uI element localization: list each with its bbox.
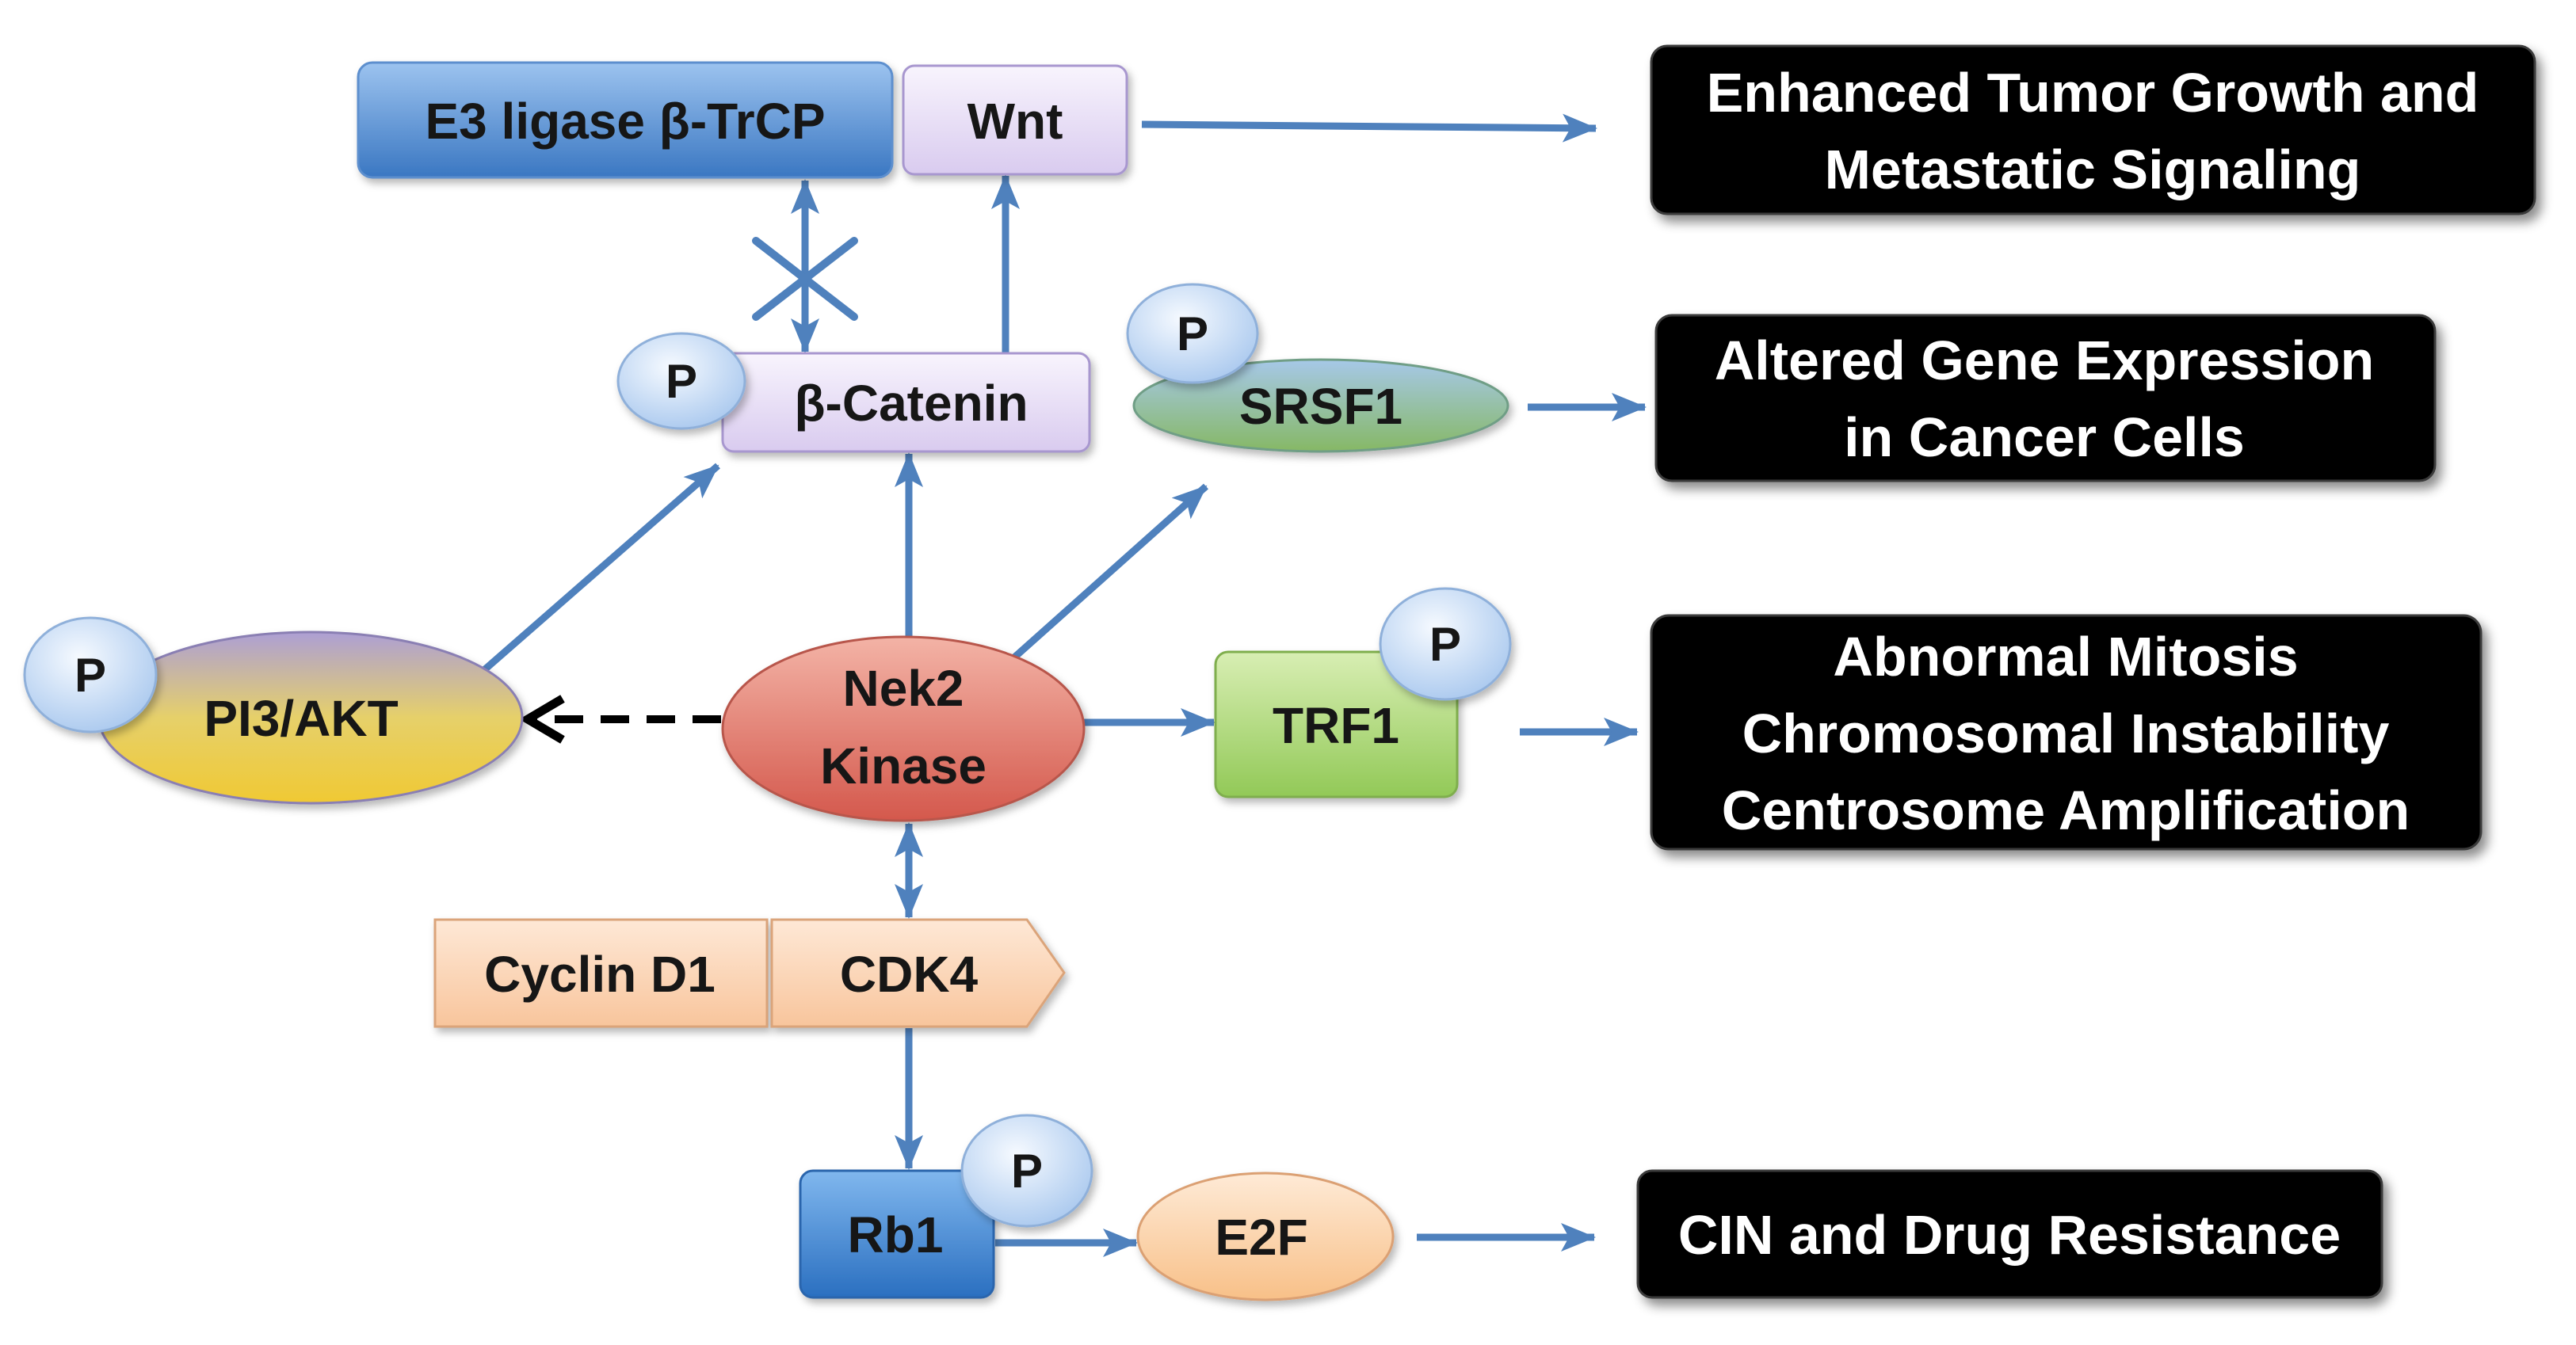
blocked-mark-stroke-2 (752, 237, 858, 321)
outcome-box (1636, 1169, 2383, 1299)
phospho-badge (960, 1114, 1093, 1228)
outcome-text-line: in Cancer Cells (1844, 406, 2245, 468)
node-rb1: Rb1 (799, 1169, 995, 1299)
arrow-nek2-to-srsf1 (1012, 483, 1208, 661)
phospho-label: P (1177, 307, 1208, 360)
outcome-drug-resistance: CIN and Drug Resistance (1636, 1169, 2383, 1299)
nek2-kinase-label-line-2: Kinase (820, 737, 987, 794)
node-wnt: Wnt (902, 64, 1128, 176)
node-nek2-kinase: Nek2 Kinase (721, 635, 1086, 822)
trf1-box (1214, 650, 1459, 798)
phospho-beta-catenin: P (616, 332, 746, 430)
beta-catenin-label: β-Catenin (794, 375, 1028, 432)
e3-ligase-box (357, 61, 894, 179)
cyclin-d1-box (433, 918, 769, 1028)
node-pi3-akt: PI3/AKT (97, 631, 524, 805)
srsf1-label: SRSF1 (1239, 378, 1402, 435)
phospho-pi3-akt: P (23, 616, 158, 733)
phospho-rb1: P (960, 1114, 1093, 1228)
phospho-label: P (1429, 618, 1461, 671)
phospho-badge (1379, 587, 1512, 701)
outcome-text-line: Altered Gene Expression (1715, 330, 2375, 391)
outcome-text-line: Chromosomal Instability (1742, 703, 2390, 764)
phospho-trf1: P (1379, 587, 1512, 701)
node-trf1: TRF1 (1214, 650, 1459, 798)
cyclin-d1-label: Cyclin D1 (484, 946, 716, 1003)
cdk4-chevron-shape (770, 918, 1066, 1028)
arrows (483, 113, 1647, 1257)
e2f-label: E2F (1215, 1209, 1307, 1266)
trf1-label: TRF1 (1273, 697, 1399, 754)
cdk4-label: CDK4 (840, 946, 979, 1003)
outcome-box (1650, 614, 2483, 851)
e2f-ellipse (1136, 1172, 1395, 1301)
outcome-tumor-growth: Enhanced Tumor Growth and Metastatic Sig… (1650, 44, 2536, 215)
outcome-mitosis: Abnormal Mitosis Chromosomal Instability… (1650, 614, 2483, 851)
phospho-badge (23, 616, 158, 733)
outcome-box (1654, 314, 2437, 482)
srsf1-ellipse (1132, 358, 1509, 453)
outcome-text-line: Enhanced Tumor Growth and (1707, 62, 2479, 124)
node-e2f: E2F (1136, 1172, 1395, 1301)
node-e3-ligase: E3 ligase β-TrCP (357, 61, 894, 179)
outcome-text-line: Abnormal Mitosis (1833, 626, 2298, 688)
phospho-label: P (666, 355, 697, 408)
rb1-box (799, 1169, 995, 1299)
e3-ligase-label: E3 ligase β-TrCP (425, 93, 825, 150)
phospho-badge (616, 332, 746, 430)
phospho-srsf1: P (1126, 283, 1259, 384)
phospho-badge (1126, 283, 1259, 384)
outcome-box (1650, 44, 2536, 215)
node-cyclin-d1: Cyclin D1 (433, 918, 769, 1028)
arrow-pi3-akt-to-beta-catenin (483, 463, 720, 672)
outcome-gene-expression: Altered Gene Expression in Cancer Cells (1654, 314, 2437, 482)
nek2-kinase-label-line-1: Nek2 (843, 660, 964, 717)
blocked-interaction-icon (752, 237, 858, 321)
phospho-label: P (74, 649, 106, 702)
node-srsf1: SRSF1 (1132, 358, 1509, 453)
node-cdk4: CDK4 (770, 918, 1066, 1028)
nek2-kinase-ellipse (721, 635, 1086, 822)
phospho-label: P (1011, 1145, 1043, 1198)
rb1-label: Rb1 (848, 1206, 944, 1263)
wnt-box (902, 64, 1128, 176)
outcome-text-line: Metastatic Signaling (1825, 139, 2361, 200)
node-beta-catenin: β-Catenin (721, 352, 1091, 453)
wnt-label: Wnt (967, 93, 1063, 150)
arrow-wnt-to-tumor-growth (1141, 113, 1597, 143)
pi3-akt-label: PI3/AKT (204, 690, 398, 747)
outcome-text-line: CIN and Drug Resistance (1678, 1204, 2341, 1266)
outcome-text-line: Centrosome Amplification (1722, 779, 2410, 841)
